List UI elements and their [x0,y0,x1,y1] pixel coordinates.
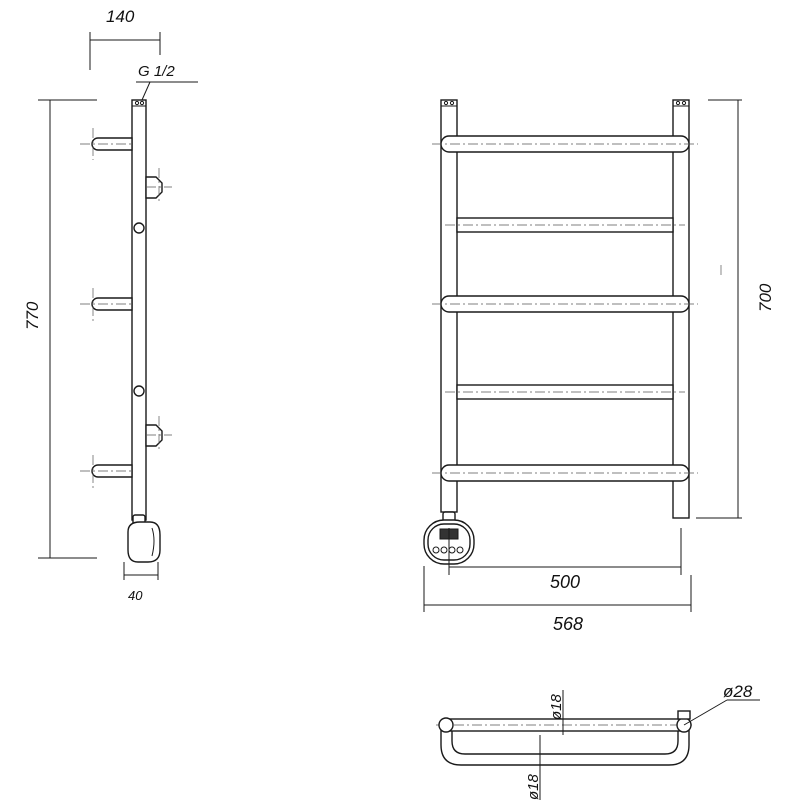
dimension-500: 500 [448,528,682,592]
top-rail-u-outer [440,725,690,766]
thread-callout: G 1/2 [136,63,198,101]
controller-button-1 [432,546,440,554]
front-rail-3 [432,295,698,313]
dia18-top-label: ø18 [548,693,565,720]
front-rail-1 [432,135,698,153]
top-rail-u-inner [451,731,679,755]
top-post-cap [677,710,691,720]
front-view: 700 500 568 [423,99,775,634]
side-heater [127,514,161,563]
dim-700-label: 700 [756,283,775,312]
dimension-770: 770 [23,99,97,559]
side-view: 140 G 1/2 770 [23,7,198,603]
dimension-568: 568 [423,566,692,634]
dim-dia18-top: ø18 [548,690,565,735]
side-bracket-bottom [80,464,133,478]
side-ring-2 [133,385,145,397]
dim-568-label: 568 [553,614,583,634]
side-bracket-middle [80,297,133,311]
side-rail-stub-2 [145,416,172,452]
controller-button-4 [456,546,464,554]
thread-label: G 1/2 [138,63,175,80]
dimension-40: 40 [123,562,159,603]
side-vertical-pipe [131,99,147,521]
side-bracket-top [80,137,133,151]
controller-button-2 [440,546,448,554]
dim-770-label: 770 [23,301,42,330]
top-post-left [438,717,454,733]
top-view: ø18 ø18 ø28 [436,682,760,800]
dim-dia18-bottom: ø18 [525,735,542,800]
front-rail-5 [432,464,698,482]
side-rail-stub-1 [145,168,172,204]
dia18-bottom-label: ø18 [525,773,542,800]
front-rail-4 [445,384,685,400]
dim-500-label: 500 [550,572,580,592]
front-rail-2 [445,217,685,233]
dia28-label: ø28 [723,682,753,701]
side-ring-1 [133,222,145,234]
dim-140-label: 140 [106,7,135,26]
dimension-140: 140 [89,7,161,70]
dimension-700: 700 [696,99,775,519]
dim-40-label: 40 [128,588,143,603]
dim-dia28: ø28 [683,682,760,726]
